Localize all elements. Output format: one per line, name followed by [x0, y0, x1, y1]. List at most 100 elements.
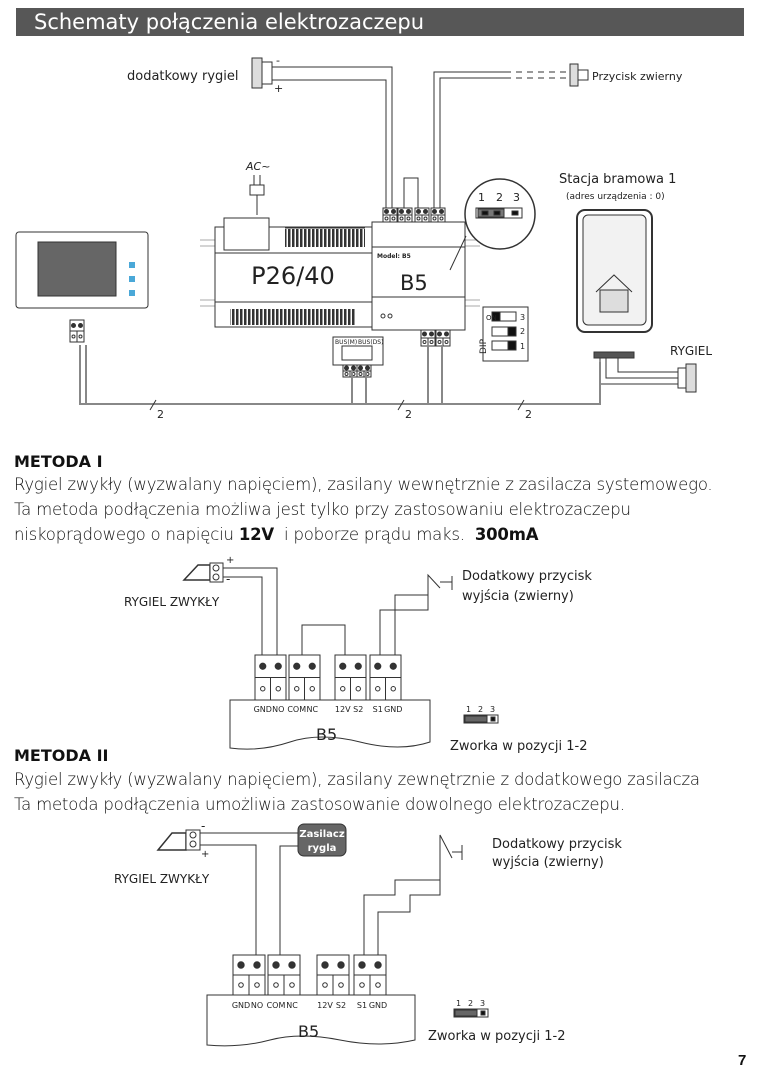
section-header: Schematy połączenia elektrozaczepu	[16, 8, 744, 36]
exit-button-icon	[569, 63, 589, 87]
svg-text:-: -	[276, 54, 280, 67]
svg-text:ON: ON	[486, 314, 497, 322]
b5-label: B5	[400, 271, 428, 295]
svg-text:wyjścia (zwierny): wyjścia (zwierny)	[492, 855, 604, 870]
terminal-block	[356, 364, 372, 378]
section-title: Schematy połączenia elektrozaczepu	[34, 10, 425, 34]
svg-text:BUS(M): BUS(M)	[335, 339, 357, 346]
terminal-label: GND	[254, 705, 272, 714]
gate-lock-icon	[677, 363, 697, 393]
svg-text:2: 2	[157, 408, 164, 421]
terminal-block	[435, 329, 451, 347]
terminal-label: NO	[251, 1001, 263, 1010]
terminal-label: S2	[336, 1001, 346, 1010]
method2-line: Ta metoda podłączenia umożliwia zastosow…	[14, 795, 625, 814]
svg-text:Zworka w pozycji 1-2: Zworka w pozycji 1-2	[450, 739, 587, 754]
gate-station-label: Stacja bramowa 1	[559, 172, 676, 187]
terminal-label: NO	[272, 705, 284, 714]
svg-text:Zasilacz: Zasilacz	[299, 829, 344, 840]
exit-button-label: Przycisk zwierny	[592, 70, 683, 83]
svg-text:DIP: DIP	[479, 338, 489, 354]
terminal-block	[342, 364, 358, 378]
svg-text:Zworka w pozycji 1-2: Zworka w pozycji 1-2	[428, 1029, 565, 1044]
terminal-block	[420, 329, 436, 347]
svg-text:2: 2	[468, 999, 473, 1008]
svg-text:1: 1	[520, 342, 525, 351]
terminal-label: S1	[373, 705, 383, 714]
wire	[433, 71, 505, 208]
bus-connector: BUS(M) BUS(DS)	[332, 336, 384, 366]
extra-lock-label: dodatkowy rygiel	[127, 69, 239, 84]
jumper-callout: 1 2 3	[449, 178, 536, 271]
svg-text:3: 3	[513, 191, 520, 204]
terminal-label: GND	[232, 1001, 250, 1010]
terminal-label: NC	[286, 1001, 298, 1010]
svg-text:+: +	[226, 555, 234, 566]
jumper-icon: 1 2 3	[463, 705, 499, 724]
svg-text:3: 3	[520, 313, 525, 322]
svg-text:2: 2	[405, 408, 412, 421]
method1-line: niskoprądowego o napięciu 12V i poborze …	[14, 525, 539, 544]
svg-text:2: 2	[520, 327, 525, 336]
method2-title: METODA II	[14, 746, 109, 765]
terminal-block	[69, 319, 85, 343]
svg-text:rygla: rygla	[308, 843, 337, 854]
svg-text:2: 2	[525, 408, 532, 421]
wire	[272, 66, 393, 208]
terminal-label: COM	[287, 705, 306, 714]
svg-text:RYGIEL ZWYKŁY: RYGIEL ZWYKŁY	[114, 872, 210, 886]
svg-text:-: -	[226, 572, 230, 586]
switch-icon	[427, 573, 453, 590]
monitor-icon	[15, 231, 149, 309]
power-plug-icon	[249, 175, 265, 215]
b5-body	[229, 699, 431, 750]
terminal-block	[414, 207, 430, 223]
method2-diagram: - + RYGIEL ZWYKŁY Zasilacz rygla Dodatko…	[114, 819, 622, 1047]
terminal-label: GND	[384, 705, 402, 714]
ac-label: AC~	[245, 160, 270, 173]
terminal-label: S2	[353, 705, 363, 714]
method1-line: Rygiel zwykły (wyzwalany napięciem), zas…	[14, 475, 713, 494]
svg-text:Dodatkowy przycisk: Dodatkowy przycisk	[492, 837, 622, 852]
terminal-block	[430, 207, 446, 223]
terminal-label: NC	[306, 705, 318, 714]
svg-text:wyjścia (zwierny): wyjścia (zwierny)	[462, 589, 574, 604]
svg-text:+: +	[201, 849, 209, 860]
method1-diagram: + - RYGIEL ZWYKŁY Dodatkowy przycisk wyj…	[124, 555, 592, 754]
svg-text:1: 1	[466, 705, 471, 714]
b5-module: Model: B5 B5	[371, 221, 466, 331]
lock-label: RYGIEL ZWYKŁY	[124, 595, 220, 609]
svg-text:3: 3	[490, 705, 495, 714]
svg-text:Model: B5: Model: B5	[377, 253, 411, 260]
terminal-label: 12V	[317, 1001, 333, 1010]
system-diagram: dodatkowy rygiel - + Przycisk zwierny AC…	[15, 54, 712, 421]
svg-text:2: 2	[478, 705, 483, 714]
svg-text:B5: B5	[298, 1022, 319, 1041]
svg-text:1: 1	[456, 999, 461, 1008]
jumper-icon: 1 2 3	[453, 999, 489, 1018]
gate-lock-label: RYGIEL	[670, 344, 712, 358]
gate-station-icon	[576, 209, 653, 359]
terminal-label: 12V	[335, 705, 351, 714]
switch-icon	[439, 834, 463, 860]
svg-text:3: 3	[480, 999, 485, 1008]
lock-psu-box: Zasilacz rygla	[297, 823, 347, 857]
svg-text:+: +	[274, 82, 283, 95]
method2-line: Rygiel zwykły (wyzwalany napięciem), zas…	[14, 770, 700, 789]
lock-icon: - +	[156, 819, 209, 860]
svg-text:1: 1	[478, 191, 485, 204]
terminal-label: S1	[357, 1001, 367, 1010]
b5-body	[206, 994, 416, 1047]
psu-label: P26/40	[251, 262, 335, 290]
method1-title: METODA I	[14, 452, 103, 471]
method1-line: Ta metoda podłączenia możliwa jest tylko…	[14, 500, 631, 519]
